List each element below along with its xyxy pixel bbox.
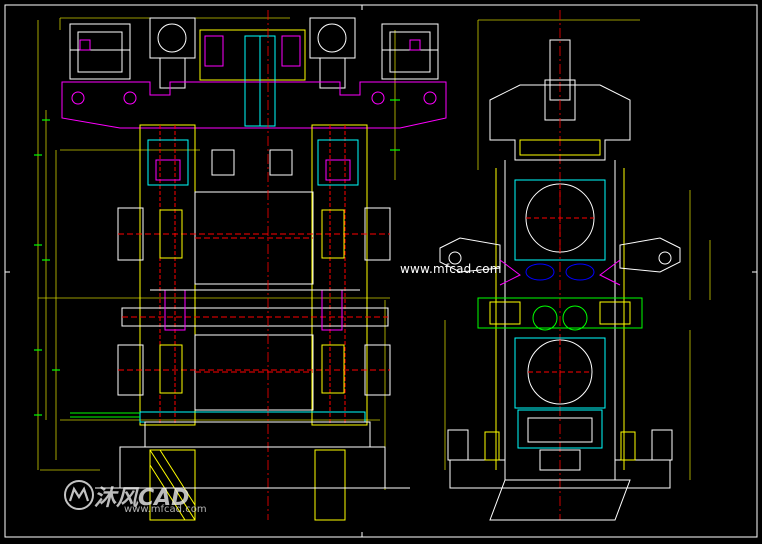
brand-text: 沐风CAD <box>94 486 190 511</box>
top-crossbeam <box>61 81 447 129</box>
work-rolls <box>121 289 389 331</box>
front-elevation-view <box>34 10 447 521</box>
housing-post-right <box>311 124 368 426</box>
screwdown-right <box>317 139 359 186</box>
side-guide-arms <box>439 237 681 273</box>
front-dimension-lines <box>37 17 396 490</box>
mfcad-logo-icon <box>64 480 94 510</box>
top-center-shaft <box>199 29 306 127</box>
side-lower-chock <box>514 337 606 409</box>
center-gauge <box>211 149 293 176</box>
top-motor-right <box>381 23 439 80</box>
side-lower-cylinder <box>517 409 603 471</box>
side-top-cylinder <box>544 10 576 520</box>
side-upper-chock <box>514 179 606 261</box>
screwdown-left <box>147 139 189 186</box>
side-housing <box>489 84 631 481</box>
side-base <box>447 429 673 521</box>
top-gearbox-right <box>309 17 356 89</box>
lower-backup-roll <box>117 334 391 411</box>
brand-watermark: 沐风CAD www.mfcad.com <box>62 478 262 518</box>
brand-url: www.mfcad.com <box>124 504 207 515</box>
top-motor-left <box>69 23 131 80</box>
upper-backup-roll <box>117 191 391 285</box>
center-watermark: www.mfcad.com <box>400 262 502 276</box>
drawing-frame <box>4 4 758 538</box>
top-gearbox-left <box>149 17 196 89</box>
front-dimension-ticks <box>34 99 400 416</box>
side-elevation-view <box>439 10 711 521</box>
side-dimension-lines <box>444 19 711 480</box>
side-work-rolls <box>477 259 643 331</box>
front-base <box>70 411 410 521</box>
